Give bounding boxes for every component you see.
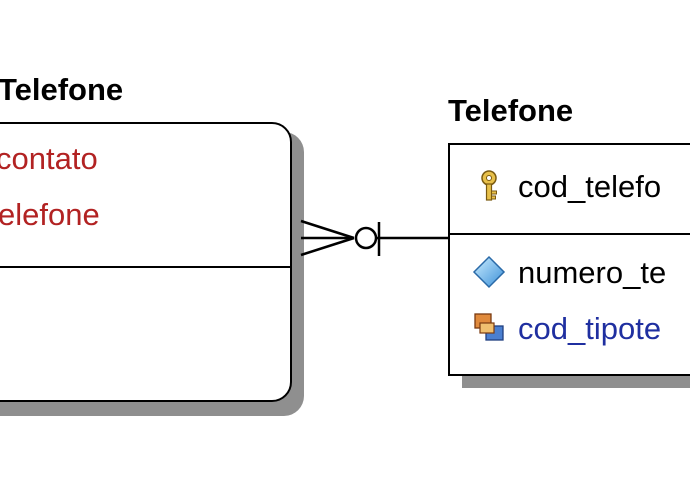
right-entity-box[interactable]: cod_telefo numero_te — [448, 143, 690, 376]
left-entity-title[interactable]: Telefone — [0, 72, 124, 107]
foreign-key-icon — [472, 311, 506, 345]
left-entity-divider — [0, 266, 290, 268]
right-entity-foreign-key-row[interactable]: cod_tipote — [472, 311, 661, 345]
optional-circle — [354, 226, 378, 250]
left-entity-attribute-contato[interactable]: contato — [0, 141, 98, 176]
key-icon — [472, 169, 506, 203]
right-entity-divider — [450, 233, 690, 235]
crows-foot-upper-prong — [300, 219, 355, 240]
left-entity-box[interactable] — [0, 122, 292, 402]
right-entity-title[interactable]: Telefone — [448, 93, 574, 128]
attribute-label: numero_te — [518, 254, 667, 290]
right-entity-attribute-row[interactable]: numero_te — [472, 255, 666, 289]
foreign-key-label: cod_tipote — [518, 310, 662, 346]
left-entity-attribute-elefone[interactable]: elefone — [0, 197, 100, 232]
diamond-icon — [472, 255, 506, 289]
right-entity-key-row[interactable]: cod_telefo — [472, 169, 661, 203]
key-attribute-label: cod_telefo — [518, 168, 662, 204]
crows-foot-lower-prong — [300, 236, 355, 257]
